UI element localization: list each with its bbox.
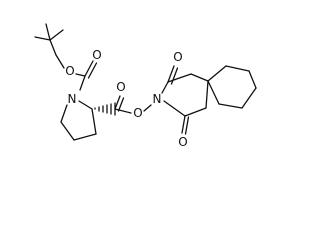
bond — [60, 121, 75, 141]
bond — [55, 54, 65, 69]
bond — [167, 65, 175, 83]
atom-n-imide: N — [153, 92, 162, 106]
bond — [207, 65, 227, 82]
bond — [190, 73, 209, 82]
bond — [167, 73, 192, 83]
bond — [114, 108, 132, 114]
atom-o-ester-link: O — [133, 106, 142, 120]
atom-o-imide-top: O — [173, 50, 182, 64]
structure-diagram: O O N O O N O — [34, 23, 257, 149]
bond — [87, 62, 98, 79]
pyrrolidine-ring: N — [60, 92, 97, 141]
stereo-hashed-bond — [94, 102, 116, 116]
atom-n-proline: N — [68, 92, 77, 106]
bond — [184, 107, 207, 117]
bond — [49, 39, 57, 56]
tert-butyl-group — [34, 23, 64, 56]
bond — [117, 97, 125, 112]
bond — [73, 133, 97, 141]
atom-o-boc-carbonyl: O — [92, 48, 101, 62]
bond — [184, 116, 190, 135]
glutarimide-ring: N — [153, 73, 209, 117]
bond — [205, 80, 209, 109]
bond — [218, 103, 243, 109]
bond — [45, 23, 51, 41]
bond — [75, 73, 86, 77]
bond — [78, 100, 93, 110]
bond — [170, 67, 179, 85]
bond — [225, 65, 250, 72]
atom-o-boc-ester: O — [65, 64, 74, 78]
bond — [79, 75, 86, 91]
bond — [60, 104, 68, 123]
bond — [163, 100, 186, 117]
bond — [207, 80, 220, 105]
cyclohexane-ring — [207, 65, 257, 109]
atom-o-ester-carbonyl: O — [116, 80, 125, 94]
bond — [34, 36, 51, 41]
bond — [49, 29, 64, 41]
atom-o-imide-bottom: O — [178, 135, 187, 149]
bond — [241, 87, 257, 109]
bond — [248, 70, 257, 89]
bond — [143, 104, 152, 112]
bond — [84, 60, 94, 77]
bond — [161, 81, 169, 94]
bond — [91, 108, 97, 135]
molecule-svg: O O N O O N O — [34, 23, 257, 149]
bond — [181, 115, 186, 134]
bond — [114, 95, 121, 110]
